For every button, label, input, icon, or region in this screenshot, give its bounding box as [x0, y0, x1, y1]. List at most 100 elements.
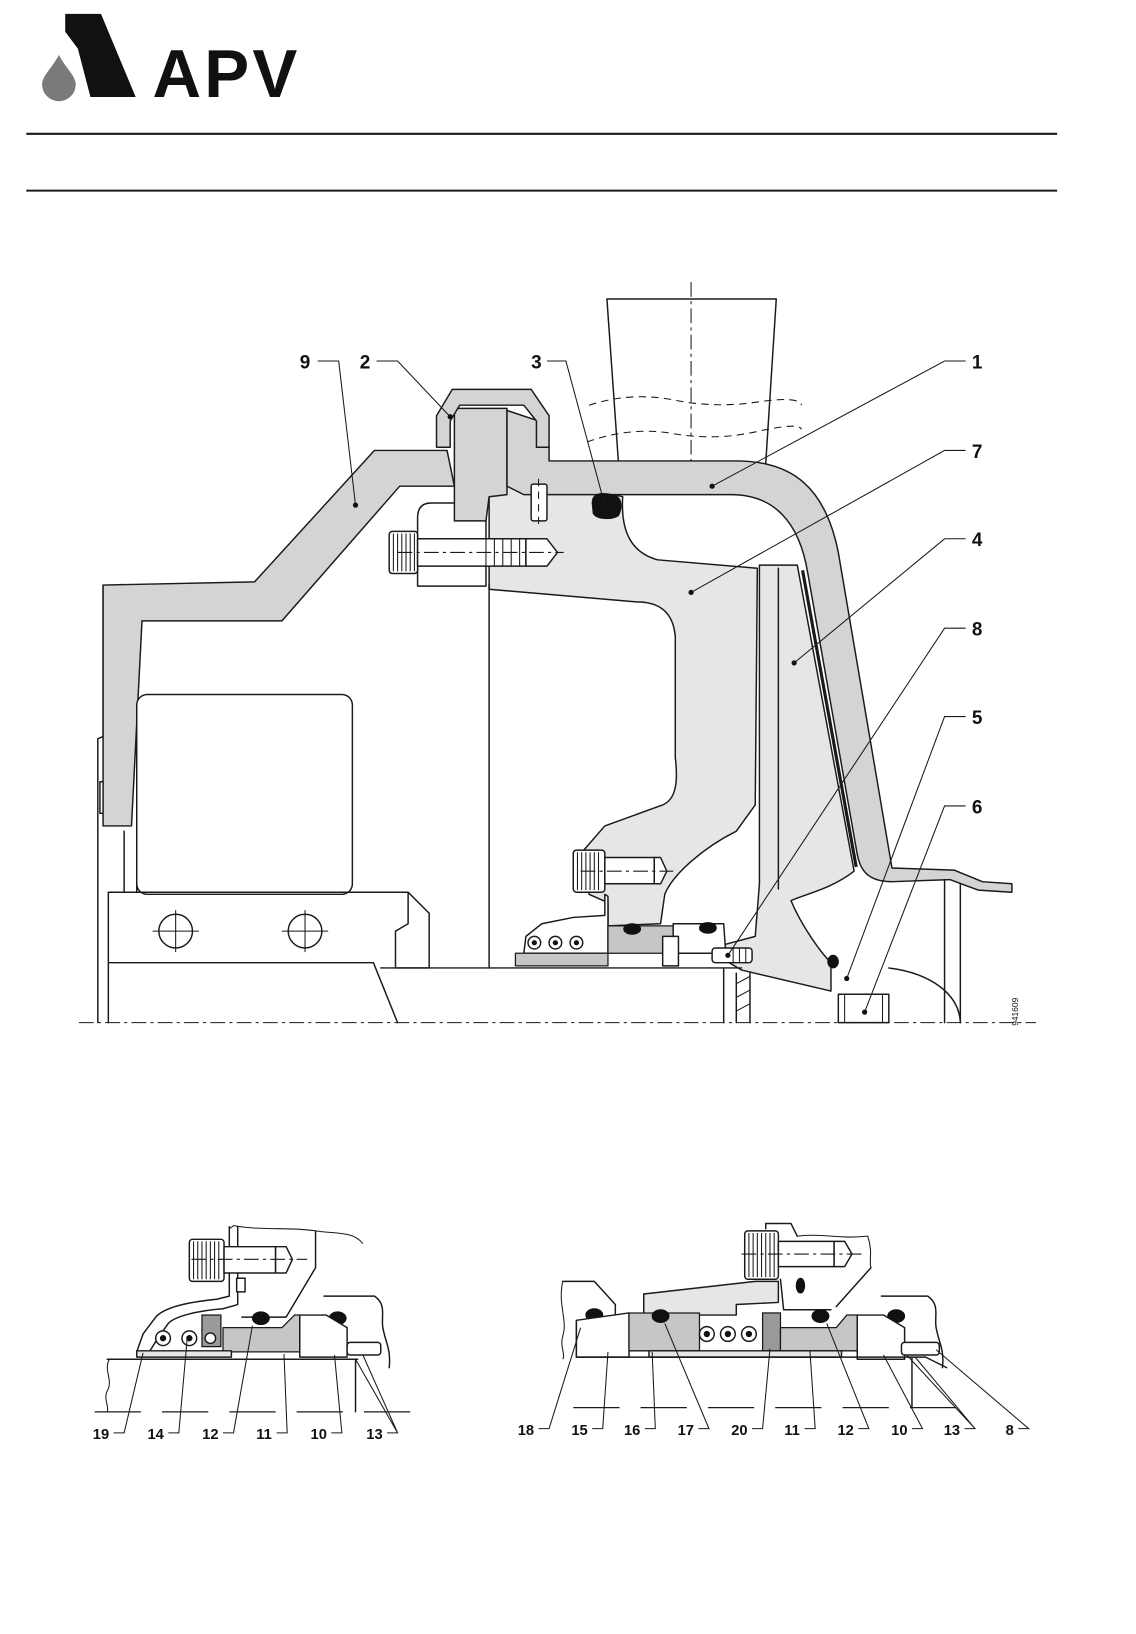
left-callout-11: 11 — [256, 1427, 272, 1443]
o-ring-part-3 — [592, 494, 621, 519]
left-leader-19 — [114, 1353, 143, 1433]
right-detail-o-ring-12 — [812, 1310, 829, 1323]
dowel-pin-body — [531, 484, 547, 521]
left-callout-13: 13 — [366, 1427, 382, 1443]
logo-mark-icon — [65, 14, 135, 97]
base-lower-outline — [108, 963, 397, 1023]
right-detail-ring-15 — [576, 1313, 629, 1357]
right-callout-11: 11 — [784, 1423, 800, 1439]
fixing-hole-1 — [153, 910, 199, 952]
right-callout-18: 18 — [518, 1423, 534, 1439]
left-detail-spring-3 — [205, 1333, 216, 1344]
left-detail-housing-top — [229, 1226, 363, 1244]
right-leader-18 — [539, 1328, 581, 1429]
left-detail-housing-profile — [242, 1231, 316, 1317]
right-detail-spring-1-core — [704, 1331, 710, 1337]
left-detail-stop — [237, 1278, 245, 1292]
seal-o-ring-2 — [699, 923, 716, 934]
left-callout-12: 12 — [202, 1427, 218, 1443]
seal-drive-block — [663, 936, 679, 965]
left-leader-10 — [331, 1355, 342, 1433]
right-leader-16 — [645, 1352, 656, 1429]
right-leader-11 — [805, 1351, 816, 1429]
left-callout-19: 19 — [93, 1427, 109, 1443]
right-detail-spring-3-core — [746, 1331, 752, 1337]
apv-logo: APV — [42, 14, 300, 112]
seal-detail-right: 18 15 16 17 20 11 12 10 13 8 — [518, 1224, 1029, 1439]
right-detail-housing-profile — [780, 1268, 870, 1310]
right-callout-8: 8 — [1006, 1423, 1014, 1439]
callout-1: 1 — [972, 352, 983, 373]
callout-7: 7 — [972, 442, 983, 463]
left-callout-10: 10 — [311, 1427, 327, 1443]
key-part-6-body — [838, 994, 888, 1022]
seal-bolt-shank — [605, 857, 654, 883]
drawing-number: 941609 — [1010, 997, 1020, 1025]
left-detail-sleeve — [137, 1351, 232, 1357]
casing-outlet-lines — [945, 880, 961, 1023]
right-detail-spring-2-core — [725, 1331, 731, 1337]
fixing-hole-2 — [282, 910, 328, 952]
key-part-6 — [838, 994, 888, 1022]
left-callout-14: 14 — [147, 1427, 164, 1443]
right-detail-part-20 — [763, 1313, 781, 1351]
casing-volute-curve — [889, 968, 961, 1023]
right-leader-20 — [752, 1349, 770, 1429]
callout-2: 2 — [360, 352, 371, 373]
o-ring-part-5 — [828, 955, 839, 968]
logo-drop-icon — [42, 55, 76, 101]
right-detail-shaft-line — [576, 1357, 946, 1407]
shaft-outline — [381, 968, 750, 1023]
callout-6: 6 — [972, 797, 983, 818]
leader-2-dot — [448, 414, 453, 419]
right-detail-pin-8 — [901, 1342, 939, 1355]
right-callout-13: 13 — [944, 1423, 960, 1439]
seal-detail-left: 19 14 12 11 10 13 — [93, 1226, 426, 1444]
seal-spring-1-core — [532, 940, 537, 945]
right-callout-10: 10 — [891, 1423, 907, 1439]
right-leader-8 — [936, 1350, 1029, 1429]
shaft-sleeve — [515, 953, 608, 966]
left-detail-bolt — [189, 1239, 307, 1281]
left-leader-13 — [356, 1355, 398, 1433]
leader-1-dot — [709, 484, 714, 489]
right-detail-small-o-ring — [796, 1278, 804, 1293]
left-detail-o-ring-1 — [252, 1312, 269, 1325]
left-detail-shaft-break — [106, 1359, 110, 1412]
right-callout-15: 15 — [571, 1423, 587, 1439]
right-detail-bolt — [742, 1231, 863, 1279]
shaft-break-line-lower — [587, 426, 802, 442]
left-detail-shaft-line — [107, 1359, 357, 1412]
seal-o-ring-1 — [624, 924, 641, 935]
callout-9: 9 — [300, 352, 311, 373]
left-detail-spring-1-core — [160, 1335, 166, 1341]
leader-6-dot — [862, 1009, 867, 1014]
leader-5-dot — [844, 976, 849, 981]
callout-4: 4 — [972, 530, 983, 551]
dowel-pin — [531, 479, 547, 526]
pump-section-main: 941609 9 2 3 1 7 4 8 5 — [79, 282, 1036, 1026]
hub-hatch — [736, 976, 750, 1011]
right-callout-20: 20 — [731, 1423, 747, 1439]
right-leader-15 — [592, 1352, 608, 1429]
fixing-hole-2-cross — [282, 910, 328, 952]
left-leader-11 — [277, 1354, 288, 1433]
motor-body — [137, 694, 353, 894]
callout-5: 5 — [972, 708, 983, 729]
leader-8-dot — [725, 953, 730, 958]
callout-3: 3 — [531, 352, 542, 373]
right-detail-o-ring-17 — [652, 1310, 669, 1323]
right-detail-bolt-knurl — [749, 1233, 774, 1277]
leader-2 — [377, 361, 451, 417]
right-callout-16: 16 — [624, 1423, 640, 1439]
seal-spring-3-core — [574, 940, 579, 945]
callout-8: 8 — [972, 620, 983, 641]
base-block — [108, 892, 429, 968]
leader-4-dot — [792, 660, 797, 665]
leader-9-dot — [353, 502, 358, 507]
seal-spring-2-core — [553, 940, 558, 945]
right-callout-17: 17 — [678, 1423, 694, 1439]
right-callout-12: 12 — [838, 1423, 854, 1439]
left-detail-pin-13 — [347, 1342, 381, 1355]
